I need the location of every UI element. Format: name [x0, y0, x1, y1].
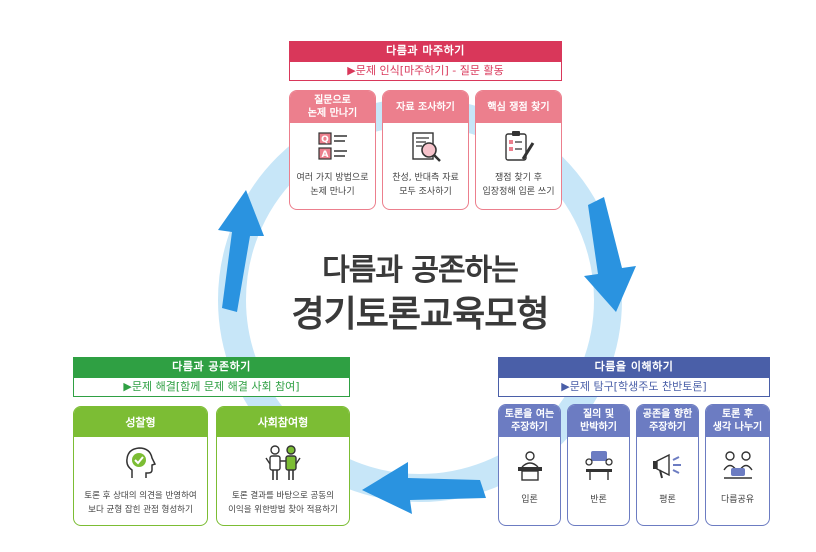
center-title-line2: 경기토론교육모형	[291, 294, 550, 335]
card-title: 성찰형	[74, 407, 207, 437]
card-description: 평론	[659, 495, 676, 505]
card-title: 사회참여형	[217, 407, 349, 437]
svg-text:A: A	[321, 150, 328, 160]
right-section: 다름을 이해하기 ▶문제 탐구[학생주도 찬반토론]	[498, 357, 770, 397]
svg-text:Q: Q	[321, 135, 329, 145]
card-social-participation-type: 사회참여형 토론 결과를 바탕으로 공동의 이익을 위한방법 찾아 적용하기	[216, 406, 350, 526]
card-title: 토론 후 생각 나누기	[706, 405, 769, 437]
left-section: 다름과 공존하기 ▶문제 해결[함께 문제 해결 사회 참여]	[73, 357, 350, 397]
card-cross-examination: 질의 및 반박하기 반론	[567, 404, 630, 526]
card-title: 토론을 여는 주장하기	[499, 405, 560, 437]
card-title: 질의 및 반박하기	[568, 405, 629, 437]
left-section-subheader: ▶문제 해결[함께 문제 해결 사회 참여]	[73, 377, 350, 397]
card-title: 핵심 쟁점 찾기	[476, 91, 561, 123]
right-section-subheader: ▶문제 탐구[학생주도 찬반토론]	[498, 377, 770, 397]
head-check-icon	[74, 437, 207, 489]
top-section-subheader: ▶문제 인식[마주하기] - 질문 활동	[289, 61, 562, 81]
cycle-arrow-down-right	[584, 197, 636, 312]
card-share-thoughts: 토론 후 생각 나누기 다름공유	[705, 404, 770, 526]
card-title: 자료 조사하기	[383, 91, 468, 123]
card-reflection-type: 성찰형 토론 후 상대의 의견을 반영하여 보다 균형 잡힌 관점 형성하기	[73, 406, 208, 526]
card-title: 공존을 향한 주장하기	[637, 405, 698, 437]
card-key-issue: 핵심 쟁점 찾기 쟁점 찾기 후 입장정해 입론 쓰기	[475, 90, 562, 210]
sharing-people-icon	[706, 437, 769, 493]
megaphone-icon	[637, 437, 698, 493]
card-description: 입론	[521, 495, 538, 505]
qa-icon: Q A	[290, 123, 375, 171]
card-opening-argument: 토론을 여는 주장하기 입론	[498, 404, 561, 526]
document-search-icon	[383, 123, 468, 171]
card-description: 토론 후 상대의 의견을 반영하여 보다 균형 잡힌 관점 형성하기	[84, 491, 197, 515]
card-description: 여러 가지 방법으로 논제 만나기	[296, 173, 369, 197]
cycle-arrow-up-left	[218, 190, 264, 312]
top-section-header: 다름과 마주하기	[289, 41, 562, 61]
card-research: 자료 조사하기 찬성, 반대측 자료 모두 조사하기	[382, 90, 469, 210]
card-description: 찬성, 반대측 자료 모두 조사하기	[392, 173, 459, 197]
cycle-arrow-left-bottom	[362, 462, 486, 514]
discussion-table-icon	[568, 437, 629, 493]
card-description: 토론 결과를 바탕으로 공동의 이익을 위한방법 찾아 적용하기	[228, 491, 338, 515]
card-question-topic: 질문으로 논제 만나기 Q A 여러 가지 방법으로 논제 만나기	[289, 90, 376, 210]
checklist-pen-icon	[476, 123, 561, 171]
card-description: 쟁점 찾기 후 입장정해 입론 쓰기	[482, 173, 555, 197]
card-description: 반론	[590, 495, 607, 505]
people-together-icon	[217, 437, 349, 489]
center-title-line1: 다름과 공존하는	[322, 253, 519, 288]
card-title: 질문으로 논제 만나기	[290, 91, 375, 123]
left-section-header: 다름과 공존하기	[73, 357, 350, 377]
right-section-header: 다름을 이해하기	[498, 357, 770, 377]
card-description: 다름공유	[720, 495, 755, 505]
podium-speaker-icon	[499, 437, 560, 493]
top-section: 다름과 마주하기 ▶문제 인식[마주하기] - 질문 활동	[289, 41, 562, 81]
card-coexistence-argument: 공존을 향한 주장하기 평론	[636, 404, 699, 526]
